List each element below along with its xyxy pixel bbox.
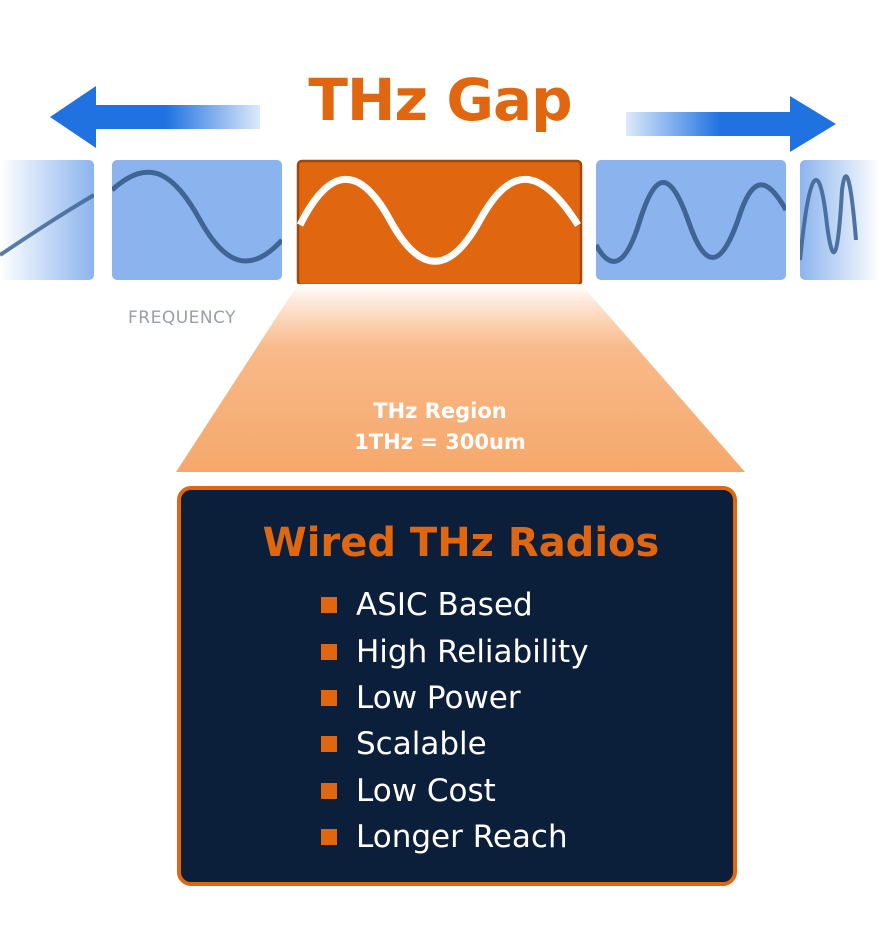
thz-region-name: THz Region: [373, 399, 507, 423]
spectrum-tile-radio: [0, 160, 94, 280]
wired-thz-radios-title: Wired THz Radios: [262, 520, 660, 566]
feature-item: Low Cost: [321, 768, 589, 814]
spectrum-tile-infrared: [596, 160, 786, 280]
feature-label: ASIC Based: [356, 587, 533, 624]
feature-item: High Reliability: [321, 628, 589, 674]
frequency-axis-label: FREQUENCY: [128, 308, 237, 328]
square-bullet-icon: [321, 736, 337, 753]
feature-label: High Reliability: [356, 633, 589, 670]
feature-item: Scalable: [321, 721, 589, 767]
square-bullet-icon: [321, 782, 337, 799]
frequency-spectrum: [0, 159, 880, 287]
spectrum-tile-thz: [296, 159, 583, 287]
feature-label: Low Power: [356, 679, 521, 716]
spectrum-tile-microwave: [112, 160, 282, 280]
feature-label: Longer Reach: [356, 819, 568, 856]
square-bullet-icon: [321, 643, 337, 660]
thz-gap-title: THz Gap: [308, 66, 572, 134]
feature-item: Longer Reach: [321, 814, 589, 860]
spectrum-tile-visible: [800, 160, 880, 280]
square-bullet-icon: [321, 829, 337, 846]
arrow-right-icon: [626, 96, 836, 152]
feature-label: Low Cost: [356, 772, 496, 809]
thz-wavelength: 1THz = 300um: [354, 430, 526, 454]
thz-region-text: THz Region 1THz = 300um: [0, 396, 880, 458]
arrow-left-icon: [50, 86, 260, 148]
thz-region-callout: [176, 284, 745, 472]
square-bullet-icon: [321, 597, 337, 614]
feature-item: Low Power: [321, 675, 589, 721]
square-bullet-icon: [321, 689, 337, 706]
feature-label: Scalable: [356, 726, 487, 763]
feature-item: ASIC Based: [321, 582, 589, 628]
